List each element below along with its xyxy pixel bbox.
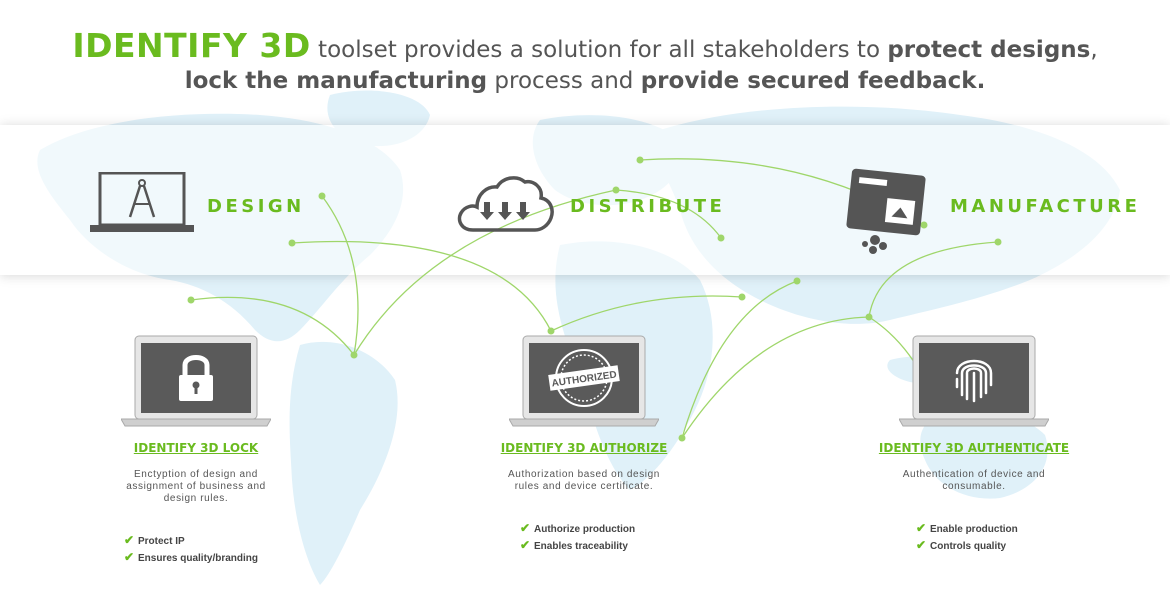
headline: IDENTIFY 3D toolset provides a solution … [0,29,1170,97]
headline-text-3: process and [487,68,641,94]
3d-printer-icon [846,168,926,254]
laptop-icon [899,335,1049,427]
product-lock: IDENTIFY 3D LOCK Enctyption of design an… [66,335,326,567]
feature-item: ✔Authorize production [520,521,636,535]
south-america-shape [289,341,398,585]
product-authenticate: IDENTIFY 3D AUTHENTICATE Authentication … [844,335,1104,555]
stage-manufacture: MANUFACTURE [845,168,1137,263]
product-title-authorize[interactable]: IDENTIFY 3D AUTHORIZE [500,441,668,455]
checkmark-icon: ✔ [124,533,135,547]
laptop-icon: AUTHORIZED [509,335,659,427]
product-title-lock[interactable]: IDENTIFY 3D LOCK [133,441,259,455]
cloud-download-icon [457,176,554,232]
checkmark-icon: ✔ [916,521,927,535]
feature-item: ✔Protect IP [124,533,185,547]
feature-item: ✔Ensures quality/branding [124,550,259,564]
headline-bold-2: lock the manufacturing [184,68,488,94]
headline-bold-3: provide secured feedback. [640,68,986,94]
feature-item: ✔Enables traceability [520,538,628,552]
feature-list-authorize: ✔Authorize production ✔Enables traceabil… [520,521,714,555]
laptop-icon [121,335,271,427]
stage-distribute: DISTRIBUTE [455,172,722,239]
product-authorize: AUTHORIZED IDENTIFY 3D AUTHORIZE Authori… [454,335,714,555]
checkmark-icon: ✔ [520,538,531,552]
checkmark-icon: ✔ [124,550,135,564]
brand-name: IDENTIFY 3D [72,26,311,65]
headline-text-1: toolset provides a solution for all stak… [310,37,888,63]
product-title-authenticate[interactable]: IDENTIFY 3D AUTHENTICATE [878,441,1070,455]
stage-design: DESIGN [90,171,301,239]
headline-text-2: , [1090,37,1098,63]
feature-item: ✔Enable production [916,521,1018,535]
australia-shape [920,411,1048,499]
padlock-icon [179,355,213,401]
laptop-compass-icon [90,171,194,232]
checkmark-icon: ✔ [916,538,927,552]
fingerprint-icon [955,359,993,403]
product-description-lock: Enctyption of design and assignment of b… [126,469,266,504]
stages-band [0,125,1170,275]
feature-item: ✔Controls quality [916,538,1007,552]
checkmark-icon: ✔ [520,521,531,535]
stage-label-design: DESIGN [207,196,305,217]
product-description-authenticate: Authentication of device and consumable. [902,469,1046,492]
headline-bold-1: protect designs [887,37,1091,63]
product-description-authorize: Authorization based on design rules and … [508,469,660,492]
feature-list-lock: ✔Protect IP ✔Ensures quality/branding [124,533,326,567]
stage-label-distribute: DISTRIBUTE [570,196,726,217]
feature-list-authenticate: ✔Enable production ✔Controls quality [916,521,1104,555]
stage-label-manufacture: MANUFACTURE [950,196,1141,217]
